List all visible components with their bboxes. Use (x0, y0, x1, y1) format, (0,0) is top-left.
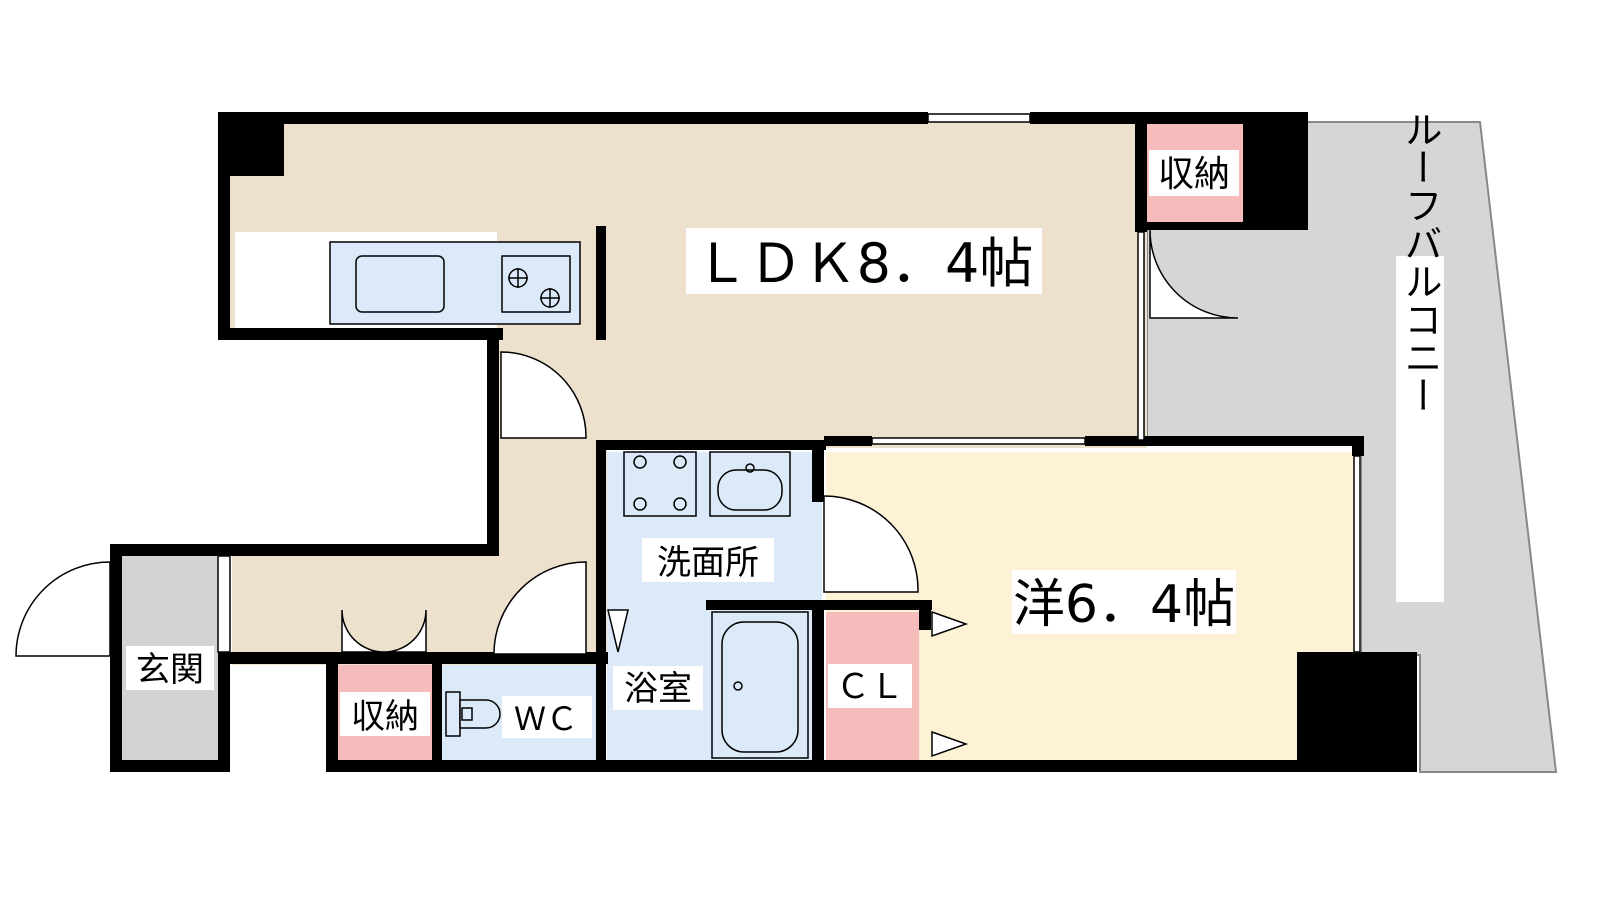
storage-bottom-label-bg (340, 692, 430, 736)
stove-icon (501, 255, 571, 313)
door-western (823, 495, 919, 593)
western-label: 洋6．4帖 (1013, 575, 1235, 635)
wall-bottom (326, 760, 1416, 772)
pillar-bottom-right (1297, 652, 1417, 772)
ldk-label-bg (686, 228, 1042, 294)
wall-wet-top (596, 440, 826, 450)
ldk-label: ＬＤＫ8．4帖 (695, 232, 1034, 295)
storage-top-label-bg (1149, 150, 1239, 196)
sink-icon (355, 255, 445, 313)
entrance-label: 玄関 (136, 650, 204, 690)
fixtures (329, 241, 809, 759)
closet-label-bg (828, 664, 912, 708)
room-labels: ＬＤＫ8．4帖 洋6．4帖 収納 洗面所 浴室 ＣＬ ＷＣ 収納 玄関 ルーフバ… (126, 110, 1444, 738)
wall-entrance-right (218, 652, 230, 772)
wall-ldk-step (487, 328, 499, 556)
door-bathroom (607, 609, 629, 653)
door-ldk (500, 351, 587, 439)
pillar-top-right (1243, 112, 1308, 230)
washroom-label-bg (642, 538, 774, 582)
bathtub-icon (711, 611, 809, 759)
washer-icon (623, 451, 697, 517)
western-label-bg (1012, 570, 1236, 634)
wall-wet-right (812, 440, 824, 502)
closet-door-top (931, 610, 969, 638)
wall-ldk-western-1 (824, 436, 872, 446)
entrance-label-bg (126, 646, 214, 690)
wall-storage-left (326, 652, 338, 772)
closet-door-bottom (931, 730, 969, 758)
wall-ldk-western-2 (1085, 436, 1362, 446)
balcony-label: ルーフバルコニー (1398, 110, 1442, 414)
window-top (927, 113, 1031, 123)
wall-top-right (1030, 112, 1308, 124)
wall-wet-left (596, 440, 606, 772)
door-storage-top (1149, 229, 1239, 319)
wall-storage-top-bottom (1135, 222, 1243, 230)
washbasin-icon (709, 451, 791, 517)
door-wc (493, 561, 587, 655)
wc-label: ＷＣ (514, 700, 578, 738)
wall-wet-right-2 (812, 600, 824, 772)
wc-label-bg (502, 696, 592, 738)
window-ldk-right (1137, 231, 1145, 441)
wall-hall-top (110, 544, 499, 556)
toilet-icon (445, 691, 501, 737)
wall-entrance-left (110, 544, 122, 772)
balcony-label-bg (1396, 256, 1444, 602)
storage-top-label: 収納 (1158, 154, 1230, 195)
entrance-step (217, 555, 231, 653)
bathroom-label: 浴室 (624, 669, 692, 709)
wall-ldk-bottom (218, 328, 503, 340)
bathroom-label-bg (613, 666, 703, 710)
doors (15, 229, 1239, 758)
door-storage-right (383, 609, 427, 653)
walls (110, 112, 1417, 772)
washroom-label: 洗面所 (657, 543, 759, 583)
storage-bottom-label: 収納 (351, 697, 419, 737)
wall-hall-bottom (218, 652, 608, 664)
wall-western-right (1352, 436, 1364, 456)
window-ldk-western (871, 437, 1086, 445)
wall-ldk-right-top (1135, 112, 1147, 232)
wall-cl-right (919, 600, 931, 630)
closet-label: ＣＬ (836, 667, 904, 707)
wall-entrance-bottom (110, 760, 230, 772)
wall-top-left (218, 112, 928, 124)
door-entrance (15, 561, 111, 657)
wall-left-ldk (218, 112, 230, 340)
window-western-right (1353, 455, 1361, 653)
wall-storage-wc (432, 652, 442, 772)
door-storage-left (341, 609, 385, 653)
wall-kitchen (596, 226, 606, 340)
